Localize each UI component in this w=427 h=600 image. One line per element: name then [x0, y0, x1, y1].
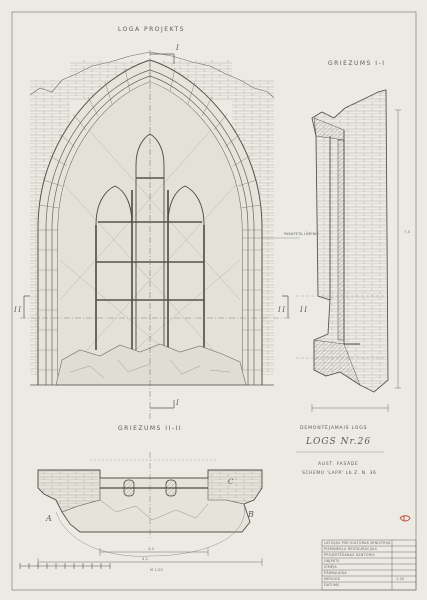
cut-marker-top: I [176, 44, 181, 52]
plan-dim-outer [37, 558, 263, 566]
section-sill-hatch [313, 339, 361, 386]
title-block-row-2: PIEMINEKĻU RESTAURĀCIJAS [324, 547, 377, 551]
plan-wall-right [207, 469, 263, 505]
title-block-scale-value: 1:20 [396, 577, 405, 581]
cut-marker-left: II [14, 306, 23, 314]
voussoir-joints [38, 60, 262, 231]
plan-rubble [99, 499, 209, 521]
title-block-row-7: MĒROGS [324, 577, 341, 581]
window-level-note: PARAPETA LĪMENIS [284, 232, 319, 236]
section-glazing [337, 139, 345, 341]
title-block-row-5: ZĪMĒJA [324, 565, 337, 569]
section-1-title: GRIEZUMS I-I [328, 60, 386, 67]
plan-dim-inner-value: 3,0 [148, 547, 154, 551]
plan-dim-inner [99, 548, 209, 556]
plan-wall-left [37, 469, 101, 513]
mullions [95, 190, 205, 350]
cut-line-right-arrow [282, 295, 289, 318]
section-level-line [296, 295, 386, 359]
section-2-title: GRIEZUMS II-II [118, 425, 183, 432]
section-dim-value: 7,4 [404, 230, 410, 234]
title-block-row-4: OBJEKTS [324, 559, 340, 563]
lancet-center [135, 133, 165, 350]
section-dim-horizontal [311, 404, 389, 412]
scale-bar-label: M 1:20 [150, 568, 163, 572]
title-block-frame [321, 539, 417, 591]
plan-label-a: A [46, 514, 54, 523]
section-i-i [296, 89, 401, 412]
plan-dim-outer-value: 4,2 [142, 557, 148, 561]
red-stamp-mark [399, 515, 411, 522]
plan-label-c: C [228, 478, 235, 486]
title-block-row-1: LATVIJAS PSR KULTŪRAS MINISTRIJA [324, 541, 391, 545]
caption-line-4: SCHEMU 'LAPĀ' Lb Z. N. 36 [302, 471, 377, 476]
cut-marker-right: II [278, 306, 287, 314]
rubble-cracks [69, 359, 231, 379]
section-top-hatch [313, 117, 345, 141]
lancet-left [95, 185, 133, 350]
cut-line-top-arrow [150, 53, 175, 64]
section-dim-vertical [395, 109, 401, 389]
lancet-right [167, 185, 205, 350]
section-1-marker: II [300, 306, 309, 314]
title-block-row-6: PĀRBAUDĪJA [324, 571, 347, 575]
caption-line-3: AUST. FASĀDE [318, 462, 359, 467]
plan-ii-ii [37, 452, 263, 566]
caption-line-1: DEMONTĒJAMAIS LOGS [300, 426, 368, 431]
cut-marker-bottom: I [176, 399, 181, 407]
plan-label-b: B [248, 510, 256, 519]
title-block-row-8: DATUMS [324, 583, 340, 587]
rubble-sill [55, 343, 247, 386]
title-block-row-3: PROJEKTĒŠANAS KANTORIS [324, 553, 375, 557]
sheet-border [11, 11, 417, 591]
cut-line-left-arrow [23, 295, 30, 318]
jamb-joints [38, 249, 262, 371]
caption-line-2: LOGS Nr.26 [306, 437, 372, 447]
main-title: LOGA PROJEKTS [118, 26, 186, 33]
scale-bar [19, 563, 111, 569]
window-elevation [20, 50, 300, 420]
cut-line-bottom-arrow [150, 400, 175, 409]
